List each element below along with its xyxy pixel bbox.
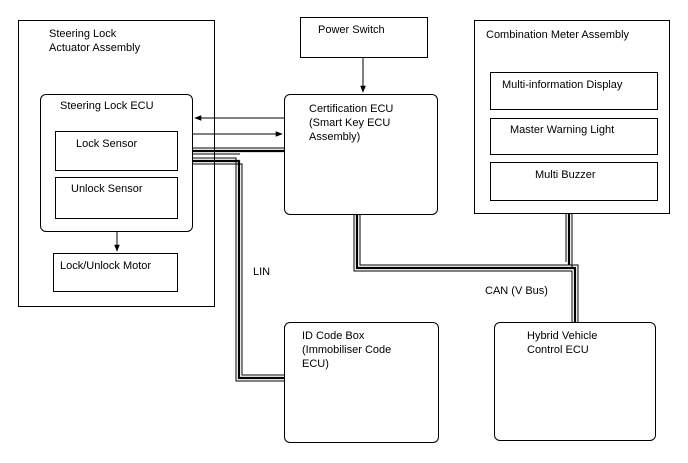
steering-lock-actuator-assembly-label: Steering Lock Actuator Assembly: [49, 28, 141, 54]
lock-unlock-motor-label: Lock/Unlock Motor: [60, 260, 152, 272]
id-code-box: [284, 322, 439, 443]
id-code-box-label: ID Code Box (Immobiliser Code ECU): [302, 330, 392, 370]
combination-meter-assembly-label: Combination Meter Assembly: [486, 29, 630, 41]
power-switch-label: Power Switch: [318, 24, 385, 36]
master-warning-light-label: Master Warning Light: [510, 124, 615, 136]
lin-bus-label: LIN: [253, 266, 271, 278]
lock-sensor: [55, 131, 178, 171]
can-bus-label: CAN (V Bus): [485, 285, 548, 297]
unlock-sensor: [55, 177, 178, 219]
certification-ecu: [284, 94, 438, 215]
multi-information-display: [490, 72, 658, 110]
lock-sensor-label: Lock Sensor: [76, 138, 138, 150]
lock-unlock-motor: [53, 253, 178, 292]
multi-buzzer-label: Multi Buzzer: [535, 169, 596, 181]
multi-information-display-label: Multi-information Display: [502, 79, 623, 91]
hybrid-vehicle-control-ecu-label: Hybrid Vehicle Control ECU: [527, 330, 598, 356]
steering-lock-ecu-label: Steering Lock ECU: [60, 100, 154, 112]
certification-ecu-label: Certification ECU (Smart Key ECU Assembl…: [309, 103, 394, 143]
power-switch: [300, 17, 428, 58]
unlock-sensor-label: Unlock Sensor: [71, 183, 143, 195]
can-bus-line: [353, 214, 579, 322]
multi-buzzer: [490, 162, 658, 201]
master-warning-light: [490, 118, 658, 155]
hybrid-vehicle-control-ecu: [494, 322, 656, 441]
